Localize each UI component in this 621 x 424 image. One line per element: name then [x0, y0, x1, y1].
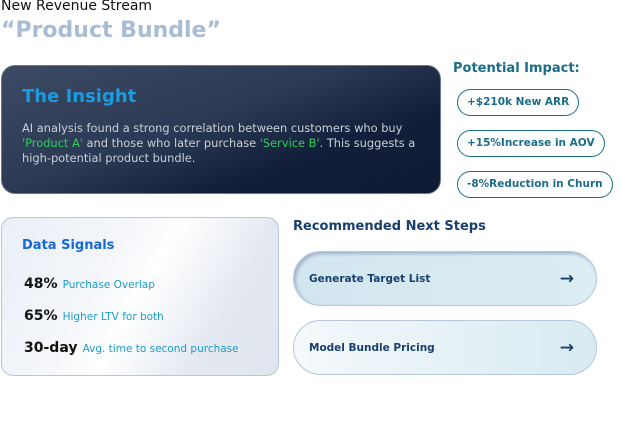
signals-heading: Data Signals: [22, 238, 115, 253]
impact-heading: Potential Impact:: [453, 61, 580, 76]
insight-text-3: . This suggests a high-potential product…: [22, 136, 416, 165]
signal-item: 65% Higher LTV for both: [24, 305, 164, 324]
insight-text: AI analysis found a strong correlation b…: [22, 121, 432, 166]
data-signals-card: Data Signals 48% Purchase Overlap 65% Hi…: [1, 217, 279, 376]
signal-value: 30-day: [24, 340, 78, 356]
impact-badge-aov: +15%Increase in AOV: [457, 130, 605, 157]
signal-label: Higher LTV for both: [62, 311, 164, 323]
insight-text-2: and those who later purchase: [82, 136, 260, 150]
next-steps-heading: Recommended Next Steps: [293, 219, 486, 234]
signal-item: 30-day Avg. time to second purchase: [24, 337, 239, 356]
signal-value: 48%: [24, 276, 58, 292]
insight-heading: The Insight: [22, 86, 137, 107]
signal-label: Purchase Overlap: [62, 279, 155, 291]
signal-value: 65%: [24, 308, 58, 324]
page-title: “Product Bundle”: [1, 18, 221, 43]
product-highlight: 'Product A': [22, 136, 83, 150]
arrow-right-icon: →: [559, 268, 574, 289]
impact-badge-arr: +$210k New ARR: [457, 89, 580, 116]
signal-item: 48% Purchase Overlap: [24, 273, 155, 292]
arrow-right-icon: →: [559, 337, 574, 358]
insight-text-1: AI analysis found a strong correlation b…: [22, 121, 403, 135]
button-label: Generate Target List: [309, 272, 431, 285]
button-label: Model Bundle Pricing: [309, 341, 435, 354]
insight-card: The Insight AI analysis found a strong c…: [1, 65, 441, 194]
page-subtitle: New Revenue Stream: [1, 0, 153, 14]
service-highlight: 'Service B': [259, 136, 320, 150]
signal-label: Avg. time to second purchase: [82, 343, 239, 355]
generate-target-list-button[interactable]: Generate Target List →: [293, 251, 597, 306]
model-bundle-pricing-button[interactable]: Model Bundle Pricing →: [293, 320, 597, 375]
impact-badge-churn: -8%Reduction in Churn: [457, 171, 613, 198]
